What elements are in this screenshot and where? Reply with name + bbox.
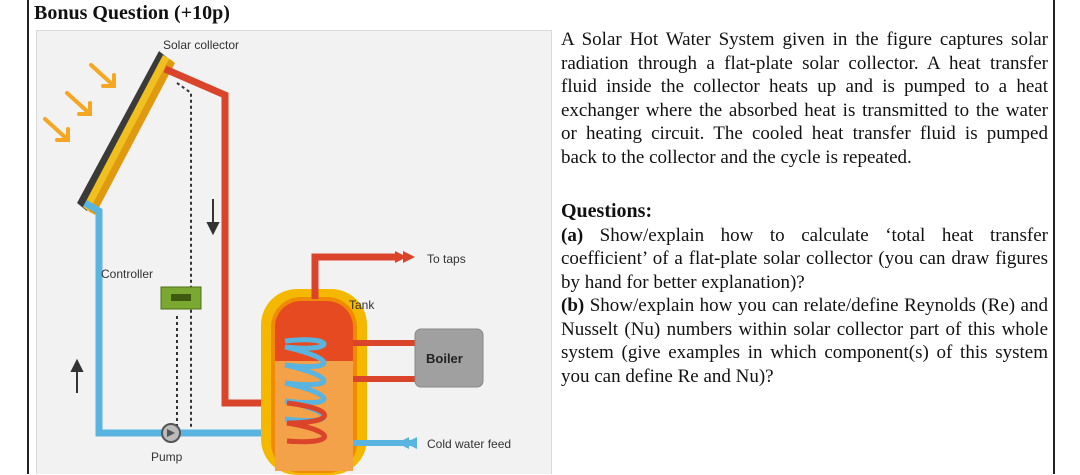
question-heading: Bonus Question (+10p) <box>34 2 230 24</box>
to-taps-arrow-icon <box>395 251 415 263</box>
solar-collector-panel <box>77 51 175 215</box>
question-b-text: Show/explain how you can relate/define R… <box>561 295 1048 387</box>
label-controller: Controller <box>101 267 153 281</box>
question-a: (a) Show/explain how to calculate ‘total… <box>561 224 1048 295</box>
to-taps-pipe <box>311 253 399 299</box>
figure-diagram: Solar collector Controller Tank To taps … <box>43 38 511 475</box>
question-a-label: (a) <box>561 224 584 246</box>
label-tank: Tank <box>349 298 375 312</box>
cold-feed-arrow-icon <box>397 437 417 449</box>
label-boiler: Boiler <box>426 351 463 366</box>
question-text: A Solar Hot Water System given in the fi… <box>561 28 1048 388</box>
label-pump: Pump <box>151 450 183 464</box>
question-a-text: Show/explain how to calculate ‘total hea… <box>561 224 1048 293</box>
question-b-label: (b) <box>561 295 585 316</box>
flow-up-arrow-icon <box>70 358 84 393</box>
solar-system-figure: Solar collector Controller Tank To taps … <box>36 30 552 475</box>
boiler-box <box>414 328 484 388</box>
cold-pipe <box>83 199 165 437</box>
label-cold-water-feed: Cold water feed <box>427 437 511 451</box>
questions-title: Questions: <box>561 200 653 222</box>
hot-flow-pipe <box>163 65 287 407</box>
intro-paragraph: A Solar Hot Water System given in the fi… <box>561 29 1048 168</box>
label-to-taps: To taps <box>427 252 466 266</box>
label-solar-collector: Solar collector <box>163 38 239 52</box>
flow-down-arrow-icon <box>206 199 220 236</box>
page-frame <box>27 0 1055 474</box>
question-b: (b) Show/explain how you can relate/defi… <box>561 294 1048 388</box>
sun-rays-icon <box>43 63 116 142</box>
